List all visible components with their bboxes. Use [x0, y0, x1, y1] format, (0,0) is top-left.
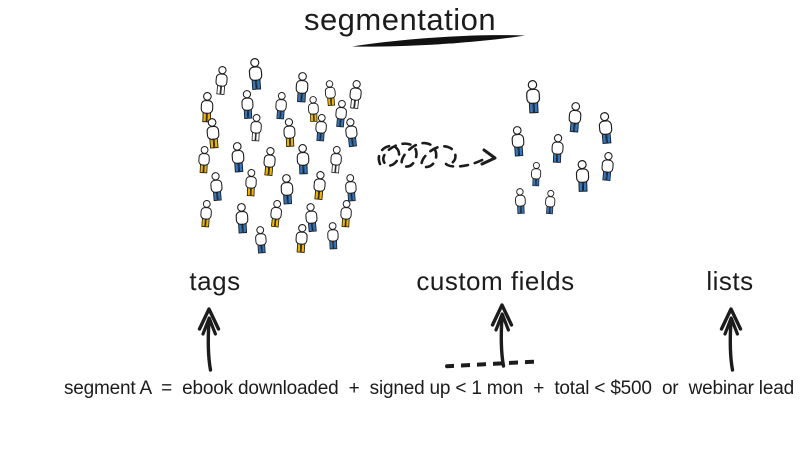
up-arrow-lists: [719, 307, 743, 372]
person-figure: [215, 66, 228, 95]
person-figure: [598, 112, 613, 145]
crowd-left: [198, 58, 362, 254]
formula-after: + total < $500 or webinar lead: [523, 378, 794, 399]
person-figure: [511, 126, 525, 157]
person-figure: [263, 147, 276, 176]
person-figure: [280, 174, 294, 205]
person-figure: [295, 224, 308, 253]
person-figure: [545, 189, 556, 215]
segment-formula: segment A = ebook downloaded + signed up…: [64, 374, 804, 404]
person-figure: [345, 118, 358, 148]
label-lists: lists: [706, 266, 754, 296]
person-figure: [308, 96, 319, 122]
label-tags: tags: [189, 266, 241, 296]
person-figure: [345, 174, 357, 202]
dashed-loop-arrow: [377, 141, 488, 169]
person-figure: [235, 203, 249, 234]
person-figure: [296, 144, 310, 175]
person-figure: [327, 222, 339, 250]
person-figure: [231, 142, 245, 173]
title-underline: [352, 35, 525, 47]
person-figure: [255, 226, 267, 254]
person-figure: [315, 114, 327, 142]
up-arrow-custom-fields: [490, 303, 514, 368]
person-figure: [275, 92, 287, 120]
label-custom-fields: custom fields: [416, 266, 575, 296]
title-area: segmentation: [0, 2, 810, 38]
person-figure: [295, 72, 309, 103]
person-figure: [248, 58, 263, 90]
person-figure: [305, 203, 318, 233]
page-title: segmentation: [303, 2, 497, 37]
person-figure: [601, 152, 614, 181]
person-figure: [568, 102, 582, 133]
person-figure: [514, 188, 526, 214]
person-figure: [313, 171, 326, 200]
person-figure: [200, 200, 212, 228]
person-figure: [531, 161, 542, 187]
person-figure: [551, 134, 564, 163]
person-figure: [575, 160, 590, 192]
person-figure: [335, 99, 347, 128]
formula-before: segment A = ebook downloaded + signed up: [64, 378, 456, 399]
person-figure: [210, 172, 223, 202]
person-figure: [526, 80, 541, 114]
person-figure: [245, 169, 257, 197]
up-arrow-tags: [197, 307, 221, 372]
person-figure: [206, 118, 220, 149]
person-figure: [200, 92, 214, 123]
person-figure: [283, 118, 296, 147]
person-figure: [270, 200, 282, 228]
person-figure: [250, 114, 262, 142]
person-figure: [349, 80, 362, 110]
person-figure: [241, 90, 254, 119]
crowd-right-segment: [511, 80, 614, 215]
dashed-loop-arrowhead: [480, 148, 497, 166]
person-figure: [324, 80, 336, 107]
formula-highlight: < 1 mon: [455, 374, 523, 404]
person-figure: [330, 146, 342, 174]
person-figure: [340, 200, 352, 228]
person-figure: [198, 146, 210, 174]
